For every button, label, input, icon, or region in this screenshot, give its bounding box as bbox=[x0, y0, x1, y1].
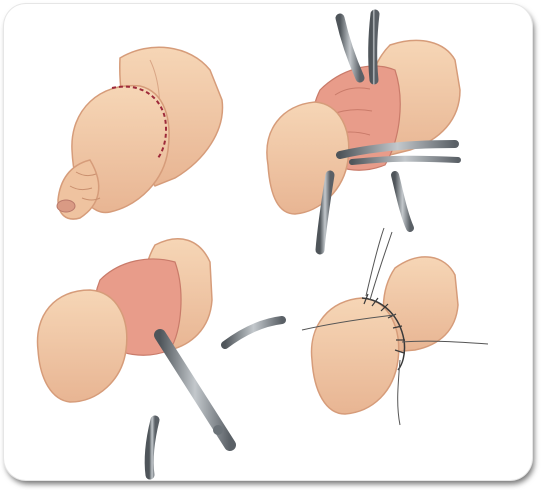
panel-1-foreskin-marked bbox=[57, 47, 222, 219]
panel-3-excision bbox=[38, 239, 282, 475]
panel-4-sutured bbox=[302, 228, 488, 425]
panel-2-foreskin-retracted bbox=[267, 14, 460, 250]
panel-2-glans bbox=[267, 102, 349, 214]
panel-3-scissors bbox=[149, 335, 230, 475]
panel-3-glans bbox=[38, 290, 127, 402]
panel-3-clamp-right bbox=[225, 320, 282, 345]
panel-4-glans bbox=[312, 298, 399, 414]
panel-1-glans-with-foreskin bbox=[57, 86, 169, 219]
panel-2-clamp-top bbox=[340, 14, 375, 80]
